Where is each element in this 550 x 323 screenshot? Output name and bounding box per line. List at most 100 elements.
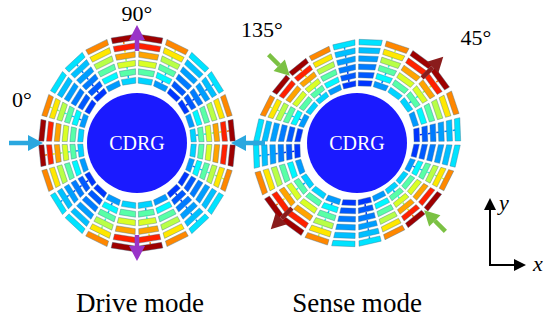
ring-segment	[359, 48, 381, 54]
cdrg-disk: CDRG	[307, 93, 407, 193]
ring-segment	[86, 231, 109, 246]
arrow-shaft	[135, 40, 140, 51]
ring-segment	[424, 191, 442, 211]
ring-segment	[373, 81, 388, 91]
ring-segment	[359, 56, 379, 62]
ring-segment	[255, 171, 268, 195]
ring-segment	[208, 71, 224, 93]
ring-segment	[336, 224, 356, 230]
ring-segment	[39, 119, 46, 141]
ring-segment	[189, 52, 209, 72]
arrow-shaft	[135, 235, 140, 246]
ring-segment	[39, 145, 46, 167]
ring-segment	[342, 200, 356, 206]
ring-segment	[430, 124, 436, 142]
ring-segment	[198, 127, 205, 142]
arrow-shaft	[281, 208, 292, 219]
ring-segment	[264, 196, 282, 218]
ring-segment	[186, 158, 195, 172]
ring-segment	[358, 64, 376, 70]
ring-segment	[342, 81, 355, 89]
ring-segment	[138, 209, 154, 217]
ring-segment	[253, 145, 259, 168]
ring-segment	[338, 216, 356, 222]
ring-segment	[286, 126, 295, 141]
ring-segment	[42, 169, 54, 192]
ring-segment	[117, 60, 135, 68]
axis-head	[484, 198, 496, 210]
angle-label: 135°	[241, 19, 283, 41]
ring-segment	[305, 232, 329, 245]
ring-segment	[70, 127, 77, 142]
angle-label: 90°	[122, 3, 153, 25]
ring-segment	[165, 231, 188, 246]
ring-segment	[138, 69, 154, 77]
ring-segment	[333, 40, 355, 50]
arrow-shaft	[9, 141, 28, 146]
axis-label: y	[499, 192, 509, 214]
arrow-head	[424, 210, 440, 226]
ring-segment	[121, 77, 135, 85]
drive-arrow	[9, 135, 43, 151]
ring-segment	[186, 114, 195, 128]
ring-segment	[119, 209, 135, 217]
ring-segment	[86, 39, 109, 54]
ring-segment	[190, 144, 196, 157]
ring-segment	[78, 144, 84, 157]
drive-arrow	[129, 235, 145, 261]
ring-segment	[205, 125, 212, 142]
ring-segment	[78, 129, 84, 142]
x-axis	[489, 264, 518, 266]
ring-segment	[409, 112, 419, 127]
angle-label: 0°	[12, 89, 32, 111]
ring-segment	[62, 144, 69, 161]
ring-segment	[334, 232, 356, 238]
ring-segment	[50, 193, 66, 215]
sense-arrow	[269, 55, 290, 76]
mode-caption: Drive mode	[76, 290, 204, 317]
axis-head	[514, 259, 526, 271]
axis-label: x	[533, 253, 543, 275]
disk-label: CDRG	[109, 132, 165, 155]
ring-segment	[139, 60, 157, 68]
ring-segment	[262, 145, 268, 167]
ring-segment	[189, 214, 209, 234]
ring-segment	[446, 91, 459, 115]
ring-segment	[213, 123, 220, 141]
arrow-shaft	[269, 55, 280, 66]
ring-segment	[295, 128, 303, 141]
ring-segment	[384, 225, 405, 240]
sense-arrow	[422, 57, 443, 78]
ring-segment	[332, 240, 355, 246]
ring-segment	[115, 226, 135, 235]
ring-segment	[119, 69, 135, 77]
arrow-shaft	[422, 67, 433, 78]
ring-segment	[254, 119, 264, 141]
ring-segment	[139, 52, 159, 61]
ring-segment	[358, 72, 374, 78]
ring-segment	[272, 75, 290, 95]
ring-segment	[270, 145, 276, 165]
ring-segment	[221, 94, 233, 117]
ring-segment	[286, 144, 292, 160]
ring-segment	[54, 123, 61, 141]
ring-segment	[385, 41, 409, 54]
ring-segment	[190, 129, 196, 142]
ring-segment	[80, 158, 89, 172]
ring-segment	[434, 145, 444, 164]
ring-segment	[295, 159, 305, 174]
ring-segment	[337, 56, 356, 66]
ring-segment	[121, 201, 135, 209]
arrow-head	[427, 57, 443, 73]
arrow-head	[231, 135, 246, 151]
ring-segment	[198, 144, 205, 159]
ring-segment	[405, 210, 425, 228]
ring-segment	[221, 169, 233, 192]
ring-segment	[422, 126, 428, 142]
ring-segment	[220, 145, 227, 165]
ring-segment	[278, 144, 284, 162]
arrow-shaft	[246, 141, 265, 146]
ring-segment	[278, 125, 287, 142]
ring-segment	[138, 77, 152, 85]
